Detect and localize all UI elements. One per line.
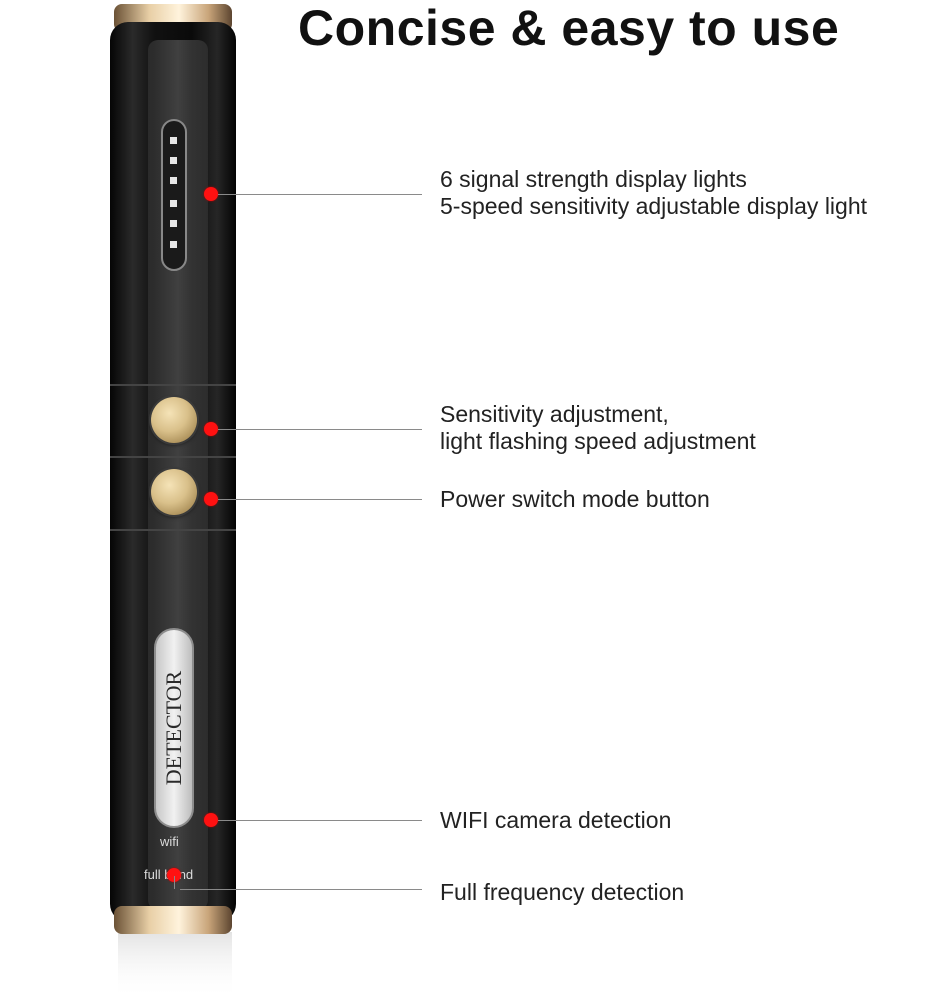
callout-line-signal-lights	[218, 194, 422, 195]
power-button-icon[interactable]	[151, 469, 197, 515]
callout-power-line1: Power switch mode button	[440, 486, 710, 512]
callout-sensitivity-line1: Sensitivity adjustment,	[440, 401, 669, 427]
callout-dot-power	[204, 492, 218, 506]
callout-line-sensitivity	[218, 429, 422, 430]
detector-device: DETECTOR wifi full band	[0, 0, 420, 1000]
brand-label-plate	[154, 628, 194, 828]
signal-lights-icon	[161, 119, 187, 271]
wifi-label: wifi	[160, 834, 179, 849]
callout-sensitivity-line2: light flashing speed adjustment	[440, 428, 756, 454]
callout-line-full-frequency-stub	[174, 876, 175, 889]
callout-line-full-frequency	[180, 889, 422, 890]
callout-signal-lights-line1: 6 signal strength display lights	[440, 166, 747, 192]
sensitivity-button-icon[interactable]	[151, 397, 197, 443]
callout-line-power	[218, 499, 422, 500]
callout-dot-sensitivity	[204, 422, 218, 436]
callout-full-frequency-line1: Full frequency detection	[440, 879, 685, 905]
page-title: Concise & easy to use	[298, 0, 840, 56]
callout-line-wifi	[218, 820, 422, 821]
callout-dot-wifi	[204, 813, 218, 827]
callout-signal-lights-line2: 5-speed sensitivity adjustable display l…	[440, 193, 868, 219]
callout-dot-full-frequency	[167, 868, 181, 882]
callout-dot-signal-lights	[204, 187, 218, 201]
brand-label: DETECTOR	[161, 670, 186, 786]
callout-wifi-line1: WIFI camera detection	[440, 807, 672, 833]
